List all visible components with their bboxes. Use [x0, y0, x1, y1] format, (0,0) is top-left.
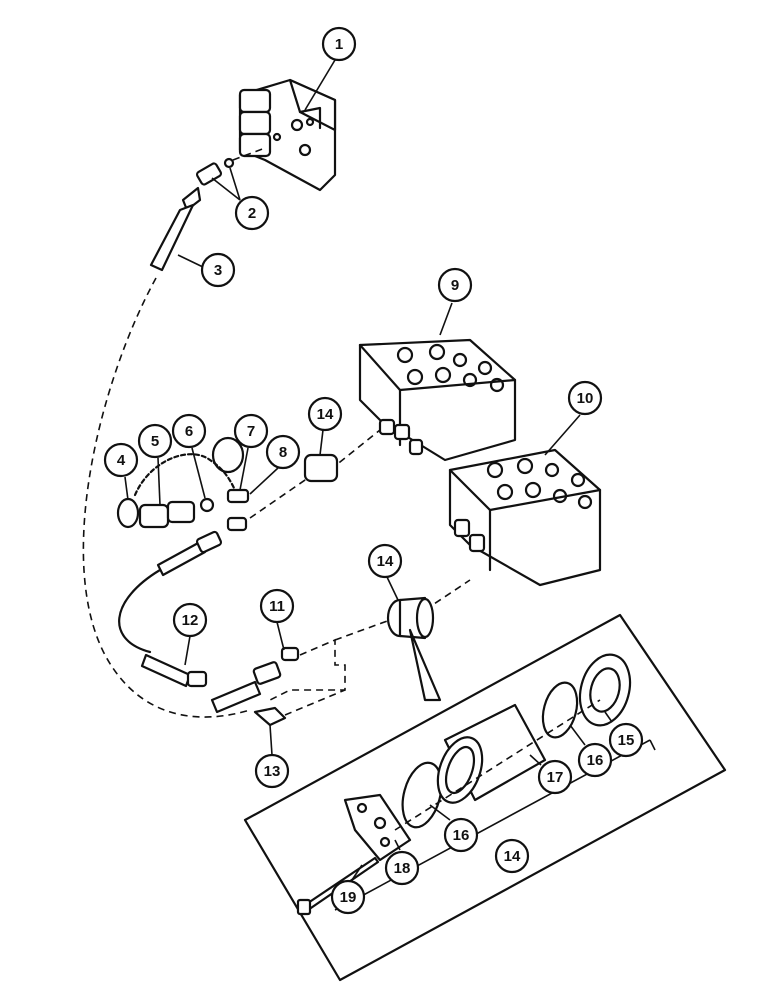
- callout-8: 8: [265, 434, 301, 470]
- hose-part-3: [149, 186, 202, 272]
- callout-label: 10: [577, 390, 594, 407]
- callout-label: 18: [394, 860, 411, 877]
- callout-1: 1: [321, 26, 357, 62]
- callout-6: 6: [171, 413, 207, 449]
- callout-label: 3: [214, 262, 222, 279]
- control-valve-part-9: [358, 338, 517, 462]
- callout-label: 7: [247, 423, 255, 440]
- callout-label: 14: [317, 406, 334, 423]
- callout-11: 11: [259, 588, 295, 624]
- callout-label: 16: [453, 827, 470, 844]
- callout-label: 13: [264, 763, 281, 780]
- exploded-view-box: [243, 613, 727, 982]
- callout-label: 6: [185, 423, 193, 440]
- valve-block-part-1: [238, 78, 337, 192]
- fitting-part-2: [195, 147, 266, 186]
- callout-label: 15: [618, 732, 635, 749]
- callout-label: 12: [182, 612, 199, 629]
- callout-label: 11: [269, 598, 285, 615]
- callout-label: 16: [587, 752, 604, 769]
- callout-16-right: 16: [577, 742, 613, 778]
- callout-19: 19: [330, 879, 366, 915]
- callout-13: 13: [254, 753, 290, 789]
- callout-label: 4: [117, 452, 126, 469]
- lower-hoses: [118, 530, 391, 727]
- leader-lines: [124, 59, 613, 881]
- callout-15: 15: [608, 722, 644, 758]
- callout-label: 14: [377, 553, 394, 570]
- callout-label: 5: [151, 433, 159, 450]
- callout-14-exploded: 14: [494, 838, 530, 874]
- callout-9: 9: [437, 267, 473, 303]
- callout-12: 12: [172, 602, 208, 638]
- control-valve-part-10: [448, 448, 602, 587]
- callout-2: 2: [234, 195, 270, 231]
- callout-label: 14: [504, 848, 521, 865]
- coupler-group: [116, 436, 339, 532]
- callout-10: 10: [567, 380, 603, 416]
- callout-17: 17: [537, 759, 573, 795]
- callout-label: 1: [335, 36, 343, 53]
- callout-3: 3: [200, 252, 236, 288]
- callout-4: 4: [103, 442, 139, 478]
- callout-16-left: 16: [443, 817, 479, 853]
- callout-label: 8: [279, 444, 287, 461]
- callout-label: 17: [547, 769, 564, 786]
- motor-part-14-small: [386, 596, 442, 702]
- callout-14-middle: 14: [367, 543, 403, 579]
- callout-label: 19: [340, 889, 357, 906]
- callout-14-upper: 14: [307, 396, 343, 432]
- callout-18: 18: [384, 850, 420, 886]
- callout-label: 2: [248, 205, 256, 222]
- callout-label: 9: [451, 277, 459, 294]
- callout-7: 7: [233, 413, 269, 449]
- callout-5: 5: [137, 423, 173, 459]
